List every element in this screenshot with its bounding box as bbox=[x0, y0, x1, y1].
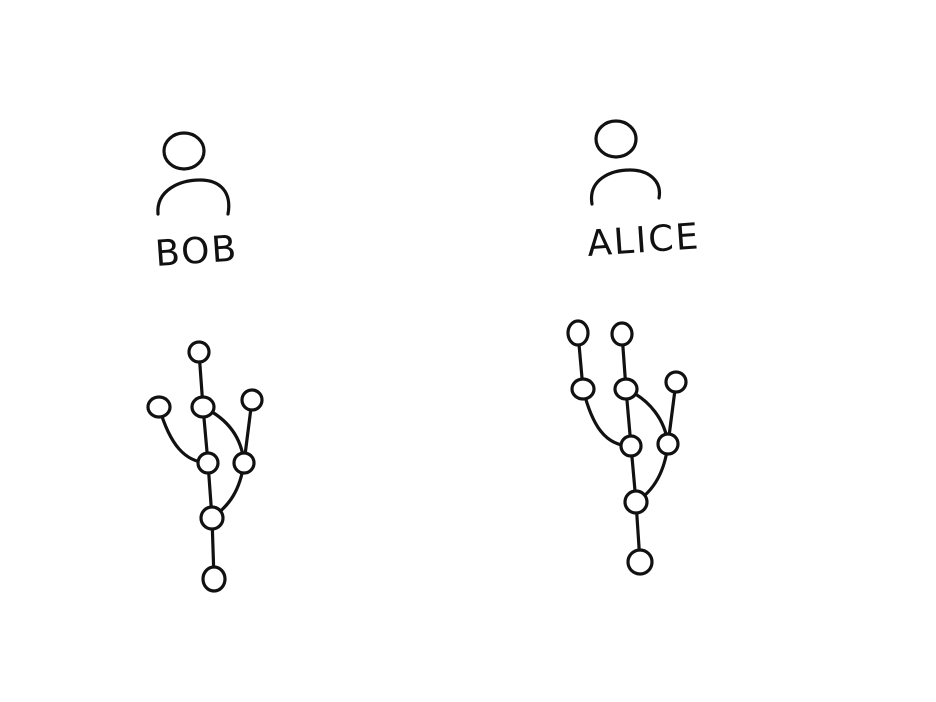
user-alice: ALICE bbox=[566, 119, 702, 576]
user-name-label: ALICE bbox=[586, 216, 702, 265]
graph-node bbox=[240, 388, 264, 412]
graph-node bbox=[664, 370, 688, 394]
user-bob: BOB bbox=[146, 131, 264, 593]
graph-nodes bbox=[146, 340, 264, 593]
graph-node bbox=[619, 434, 643, 458]
graph-node bbox=[196, 451, 220, 475]
graph-node bbox=[146, 395, 172, 419]
graph-nodes bbox=[566, 319, 688, 576]
commit-graph bbox=[146, 340, 264, 593]
graph-node bbox=[610, 321, 634, 347]
graph-node bbox=[190, 395, 216, 419]
graph-node bbox=[570, 377, 596, 401]
graph-node bbox=[623, 489, 649, 515]
graph-node bbox=[613, 377, 639, 401]
commit-graph bbox=[566, 319, 688, 576]
graph-node bbox=[232, 451, 256, 475]
user-name-label: BOB bbox=[154, 228, 240, 275]
graph-node bbox=[187, 340, 211, 364]
graph-node bbox=[199, 505, 225, 531]
graph-node bbox=[566, 319, 590, 347]
graph-node bbox=[656, 432, 680, 456]
person-icon bbox=[156, 131, 231, 216]
graph-node bbox=[626, 548, 654, 576]
person-icon bbox=[589, 119, 662, 206]
graph-node bbox=[201, 565, 227, 593]
